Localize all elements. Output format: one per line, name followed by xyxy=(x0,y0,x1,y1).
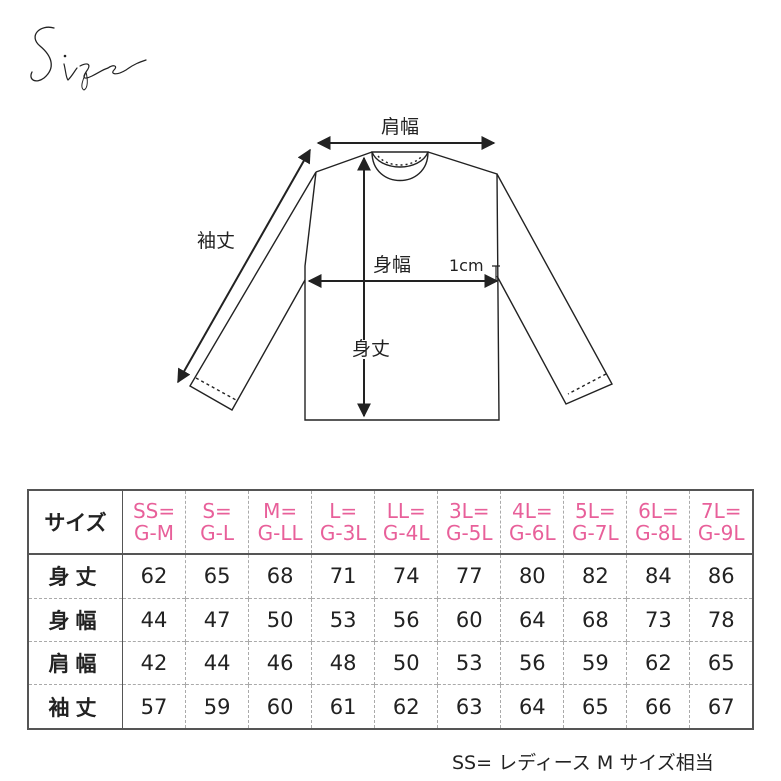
size-header: SS=G-M xyxy=(121,490,186,555)
table-cell: 65 xyxy=(185,554,249,599)
table-cell: 67 xyxy=(689,684,753,729)
table-cell: 42 xyxy=(121,640,186,685)
table-cell: 63 xyxy=(437,684,501,729)
table-cell: 82 xyxy=(563,554,627,599)
row-label: 袖丈 xyxy=(28,684,123,729)
table-cell: 50 xyxy=(374,640,438,685)
table-cell: 48 xyxy=(311,640,375,685)
table-cell: 62 xyxy=(626,640,690,685)
table-cell: 59 xyxy=(185,684,249,729)
table-cell: 46 xyxy=(248,640,312,685)
chest-label: 身幅 xyxy=(373,254,412,276)
table-cell: 65 xyxy=(689,640,753,685)
table-cell: 68 xyxy=(248,554,312,599)
size-header: 5L=G-7L xyxy=(563,490,627,555)
size-header: M=G-LL xyxy=(248,490,312,555)
shoulder-label: 肩幅 xyxy=(381,116,420,138)
table-cell: 74 xyxy=(374,554,438,599)
table-cell: 56 xyxy=(374,597,438,642)
table-cell: 61 xyxy=(311,684,375,729)
offset-label: 1cm xyxy=(449,256,484,275)
table-cell: 53 xyxy=(437,640,501,685)
table-cell: 53 xyxy=(311,597,375,642)
table-cell: 50 xyxy=(248,597,312,642)
sleeve-label: 袖丈 xyxy=(197,230,236,252)
shirt-outline xyxy=(189,151,613,421)
table-row: 身丈 62 65 68 71 74 77 80 82 84 86 xyxy=(28,554,753,599)
table-row: 肩幅 42 44 46 48 50 53 56 59 62 65 xyxy=(28,640,753,685)
size-header: S=G-L xyxy=(185,490,249,555)
table-cell: 57 xyxy=(121,684,186,729)
table-cell: 59 xyxy=(563,640,627,685)
table-cell: 62 xyxy=(121,554,186,599)
table-row: 身幅 44 47 50 53 56 60 64 68 73 78 xyxy=(28,597,753,642)
row-label: 身幅 xyxy=(28,597,123,642)
table-cell: 47 xyxy=(185,597,249,642)
table-cell: 84 xyxy=(626,554,690,599)
table-cell: 56 xyxy=(500,640,564,685)
table-cell: 64 xyxy=(500,684,564,729)
table-cell: 65 xyxy=(563,684,627,729)
table-cell: 86 xyxy=(689,554,753,599)
size-header: 3L=G-5L xyxy=(437,490,501,555)
sleeve-arrow xyxy=(177,148,311,384)
row-label: 身丈 xyxy=(28,554,123,599)
table-cell: 71 xyxy=(311,554,375,599)
size-header: 6L=G-8L xyxy=(626,490,690,555)
table-cell: 66 xyxy=(626,684,690,729)
length-label: 身丈 xyxy=(350,338,393,360)
size-header: 4L=G-6L xyxy=(500,490,564,555)
row-label: 肩幅 xyxy=(28,640,123,685)
table-cell: 64 xyxy=(500,597,564,642)
size-header: 7L=G-9L xyxy=(689,490,753,555)
table-row: 袖丈 57 59 60 61 62 63 64 65 66 67 xyxy=(28,684,753,729)
garment-diagram xyxy=(177,136,613,421)
table-header-row: サイズ SS=G-M S=G-L M=G-LL L=G-3L LL=G-4L 3… xyxy=(28,490,753,555)
table-cell: 60 xyxy=(248,684,312,729)
table-cell: 44 xyxy=(185,640,249,685)
table-cell: 78 xyxy=(689,597,753,642)
size-script-title xyxy=(30,26,147,91)
offset-tick xyxy=(492,265,500,281)
size-header: LL=G-4L xyxy=(374,490,438,555)
footnote: SS= レディース M サイズ相当 xyxy=(452,752,714,774)
table-cell: 44 xyxy=(121,597,186,642)
table-cell: 62 xyxy=(374,684,438,729)
table-cell: 60 xyxy=(437,597,501,642)
table-cell: 68 xyxy=(563,597,627,642)
size-table: サイズ SS=G-M S=G-L M=G-LL L=G-3L LL=G-4L 3… xyxy=(27,489,754,730)
size-header: L=G-3L xyxy=(311,490,375,555)
table-cell: 77 xyxy=(437,554,501,599)
size-column-header: サイズ xyxy=(28,490,123,555)
table-cell: 80 xyxy=(500,554,564,599)
table-cell: 73 xyxy=(626,597,690,642)
